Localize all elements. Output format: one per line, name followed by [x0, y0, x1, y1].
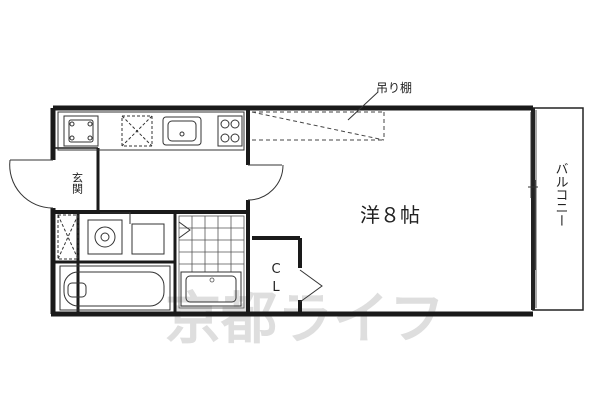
shoe-closet: [57, 214, 79, 260]
balcony: [528, 107, 584, 311]
unit-bath: [178, 215, 245, 309]
toilet: [87, 212, 165, 255]
kitchen-counter: [57, 111, 245, 151]
hanging-shelf-label: 吊り棚: [376, 80, 412, 95]
hanging-shelf: [251, 111, 385, 141]
watermark-logo: 京都ライフ: [165, 287, 445, 352]
room-door: [247, 164, 284, 201]
western-room-label: 洋８帖: [360, 203, 420, 227]
entrance-door: [9, 159, 54, 209]
closet-label-bottom: L: [272, 280, 280, 295]
outer-walls: [50, 105, 533, 317]
hanging-shelf-leader: [347, 91, 379, 121]
entrance-label: 玄関: [71, 171, 84, 194]
closet-door: [298, 268, 323, 303]
balcony-label: バルコニー: [553, 162, 569, 227]
bathtub: [59, 265, 171, 311]
closet-label-top: C: [271, 262, 280, 277]
